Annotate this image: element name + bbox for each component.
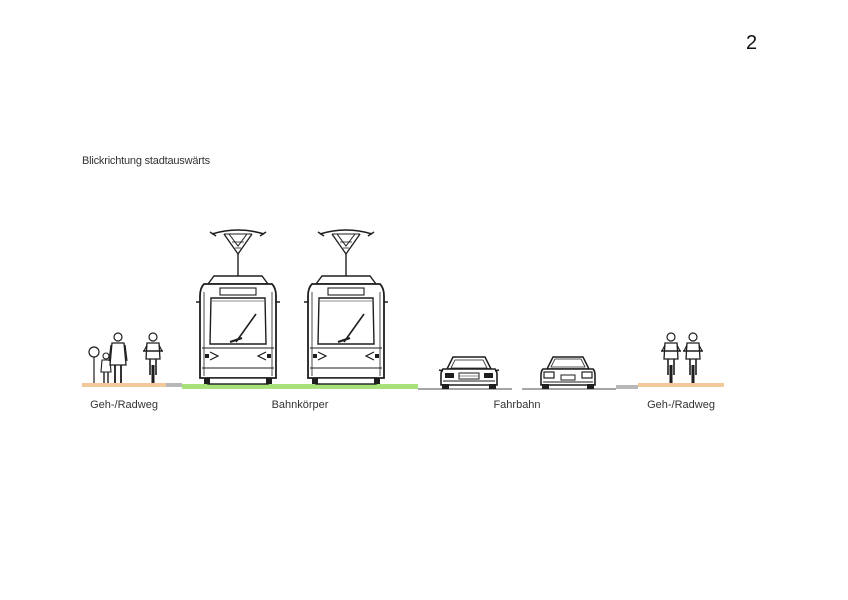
right-curb	[616, 385, 638, 389]
car-rear-icon	[540, 356, 596, 390]
left-path-surface	[82, 383, 166, 387]
pedestrian-with-child-icon	[88, 332, 128, 384]
cyclist-right-2-icon	[682, 332, 704, 384]
zone-label-left-path: Geh-/Radweg	[90, 399, 158, 411]
left-curb	[166, 383, 182, 387]
page-number: 2	[746, 32, 758, 54]
cyclist-left-icon	[142, 332, 164, 384]
tram-right-icon	[302, 228, 390, 386]
track-bed-surface	[182, 384, 418, 389]
cyclist-right-1-icon	[660, 332, 682, 384]
zone-label-right-path: Geh-/Radweg	[647, 399, 715, 411]
zone-label-road: Fahrbahn	[493, 399, 541, 411]
ground-layers	[82, 383, 724, 390]
right-path-surface	[638, 383, 724, 387]
car-front-icon	[438, 356, 500, 390]
zone-label-track: Bahnkörper	[271, 399, 329, 411]
view-direction-caption: Blickrichtung stadtauswärts	[82, 155, 210, 167]
tram-left-icon	[194, 228, 282, 386]
